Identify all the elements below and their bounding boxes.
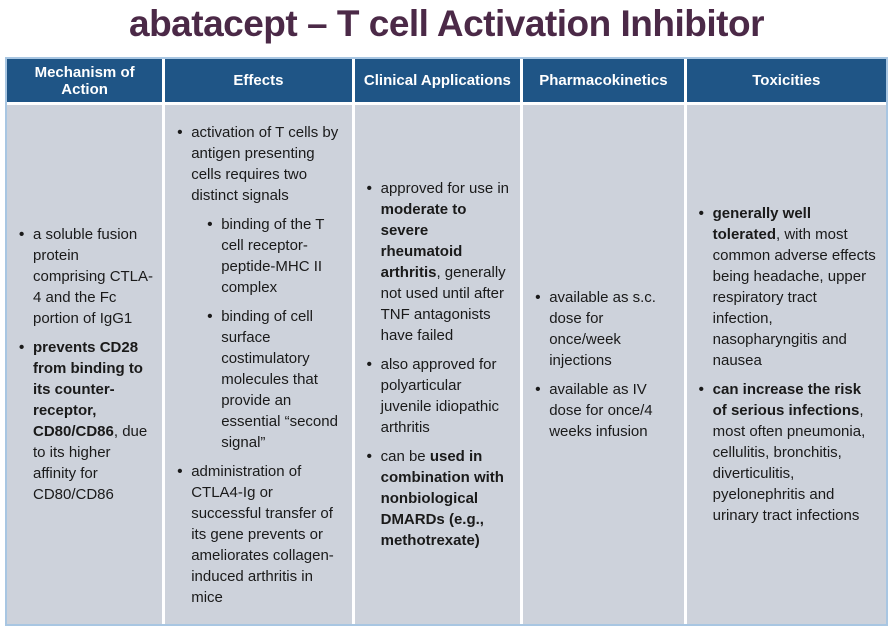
- table-body-cell: • a soluble fusion protein comprising CTL…: [7, 105, 163, 624]
- bullet-text: binding of the T cell receptor-peptide-M…: [221, 215, 325, 296]
- table-body-cell: • available as s.c. dose for once/week in…: [523, 105, 684, 624]
- bullet-item: • binding of cell surface costimulatory m…: [207, 306, 345, 453]
- table-header-cell: Pharmacokinetics: [523, 59, 684, 102]
- bullet-item: • approved for use in moderate to severe …: [367, 178, 515, 346]
- table-header-cell: Mechanism of Action: [7, 59, 163, 102]
- bullet-item: • available as IV dose for once/4 weeks i…: [535, 379, 677, 442]
- bullet-text: approved for use in moderate to severe r…: [380, 180, 510, 344]
- bullet-icon: •: [698, 381, 704, 398]
- bullet-text: also approved for polyarticular juvenile…: [380, 356, 500, 436]
- bullet-item: • binding of the T cell receptor-peptide-…: [207, 214, 345, 298]
- bullet-text: can increase the risk of serious infecti…: [712, 381, 866, 524]
- bullet-text: binding of cell surface costimulatory mo…: [221, 307, 338, 451]
- bullet-icon: •: [177, 462, 183, 480]
- bullet-text: a soluble fusion protein comprising CTLA…: [33, 226, 154, 327]
- bullet-icon: •: [177, 123, 183, 141]
- bullet-item: • available as s.c. dose for once/week in…: [535, 287, 677, 371]
- bullet-item: • administration of CTLA4-Ig or successfu…: [177, 461, 345, 608]
- table-header-cell: Clinical Applications: [354, 59, 521, 102]
- bullet-icon: •: [366, 180, 372, 197]
- bullet-text: activation of T cells by antigen present…: [191, 123, 339, 204]
- page-title: abatacept – T cell Activation Inhibitor: [129, 3, 764, 44]
- bullet-text: prevents CD28 from binding to its counte…: [33, 339, 148, 503]
- bullet-icon: •: [19, 339, 25, 356]
- table-header-cell: Effects: [165, 59, 352, 102]
- bullet-item: • can be used in combination with nonbiol…: [367, 446, 515, 551]
- bullet-text: can be used in combination with nonbiolo…: [380, 448, 504, 549]
- bullet-text: administration of CTLA4-Ig or successful…: [191, 462, 334, 606]
- bullet-item: • a soluble fusion protein comprising CTL…: [19, 224, 156, 329]
- table-header-cell: Toxicities: [686, 59, 886, 102]
- bullet-icon: •: [698, 205, 704, 222]
- bullet-item: • also approved for polyarticular juvenil…: [367, 354, 515, 438]
- bullet-icon: •: [207, 307, 213, 325]
- table-body-cell: • approved for use in moderate to severe …: [354, 105, 521, 624]
- table-body-row: • a soluble fusion protein comprising CTL…: [7, 105, 886, 624]
- table-body-cell: • activation of T cells by antigen presen…: [165, 105, 352, 624]
- bullet-icon: •: [366, 448, 372, 465]
- bullet-text: generally well tolerated, with most comm…: [712, 205, 876, 369]
- bullet-icon: •: [535, 381, 541, 398]
- bullet-item: • prevents CD28 from binding to its count…: [19, 337, 156, 505]
- bullet-icon: •: [366, 356, 372, 373]
- bullet-text: available as s.c. dose for once/week inj…: [549, 289, 656, 369]
- bullet-icon: •: [535, 289, 541, 306]
- bullet-icon: •: [19, 226, 25, 243]
- bullet-item: • can increase the risk of serious infect…: [699, 379, 880, 526]
- bullet-item: • generally well tolerated, with most com…: [699, 203, 880, 371]
- bullet-item: • activation of T cells by antigen presen…: [177, 122, 345, 206]
- bullet-icon: •: [207, 215, 213, 233]
- bullet-text: available as IV dose for once/4 weeks in…: [549, 381, 653, 440]
- table-body-cell: • generally well tolerated, with most com…: [686, 105, 886, 624]
